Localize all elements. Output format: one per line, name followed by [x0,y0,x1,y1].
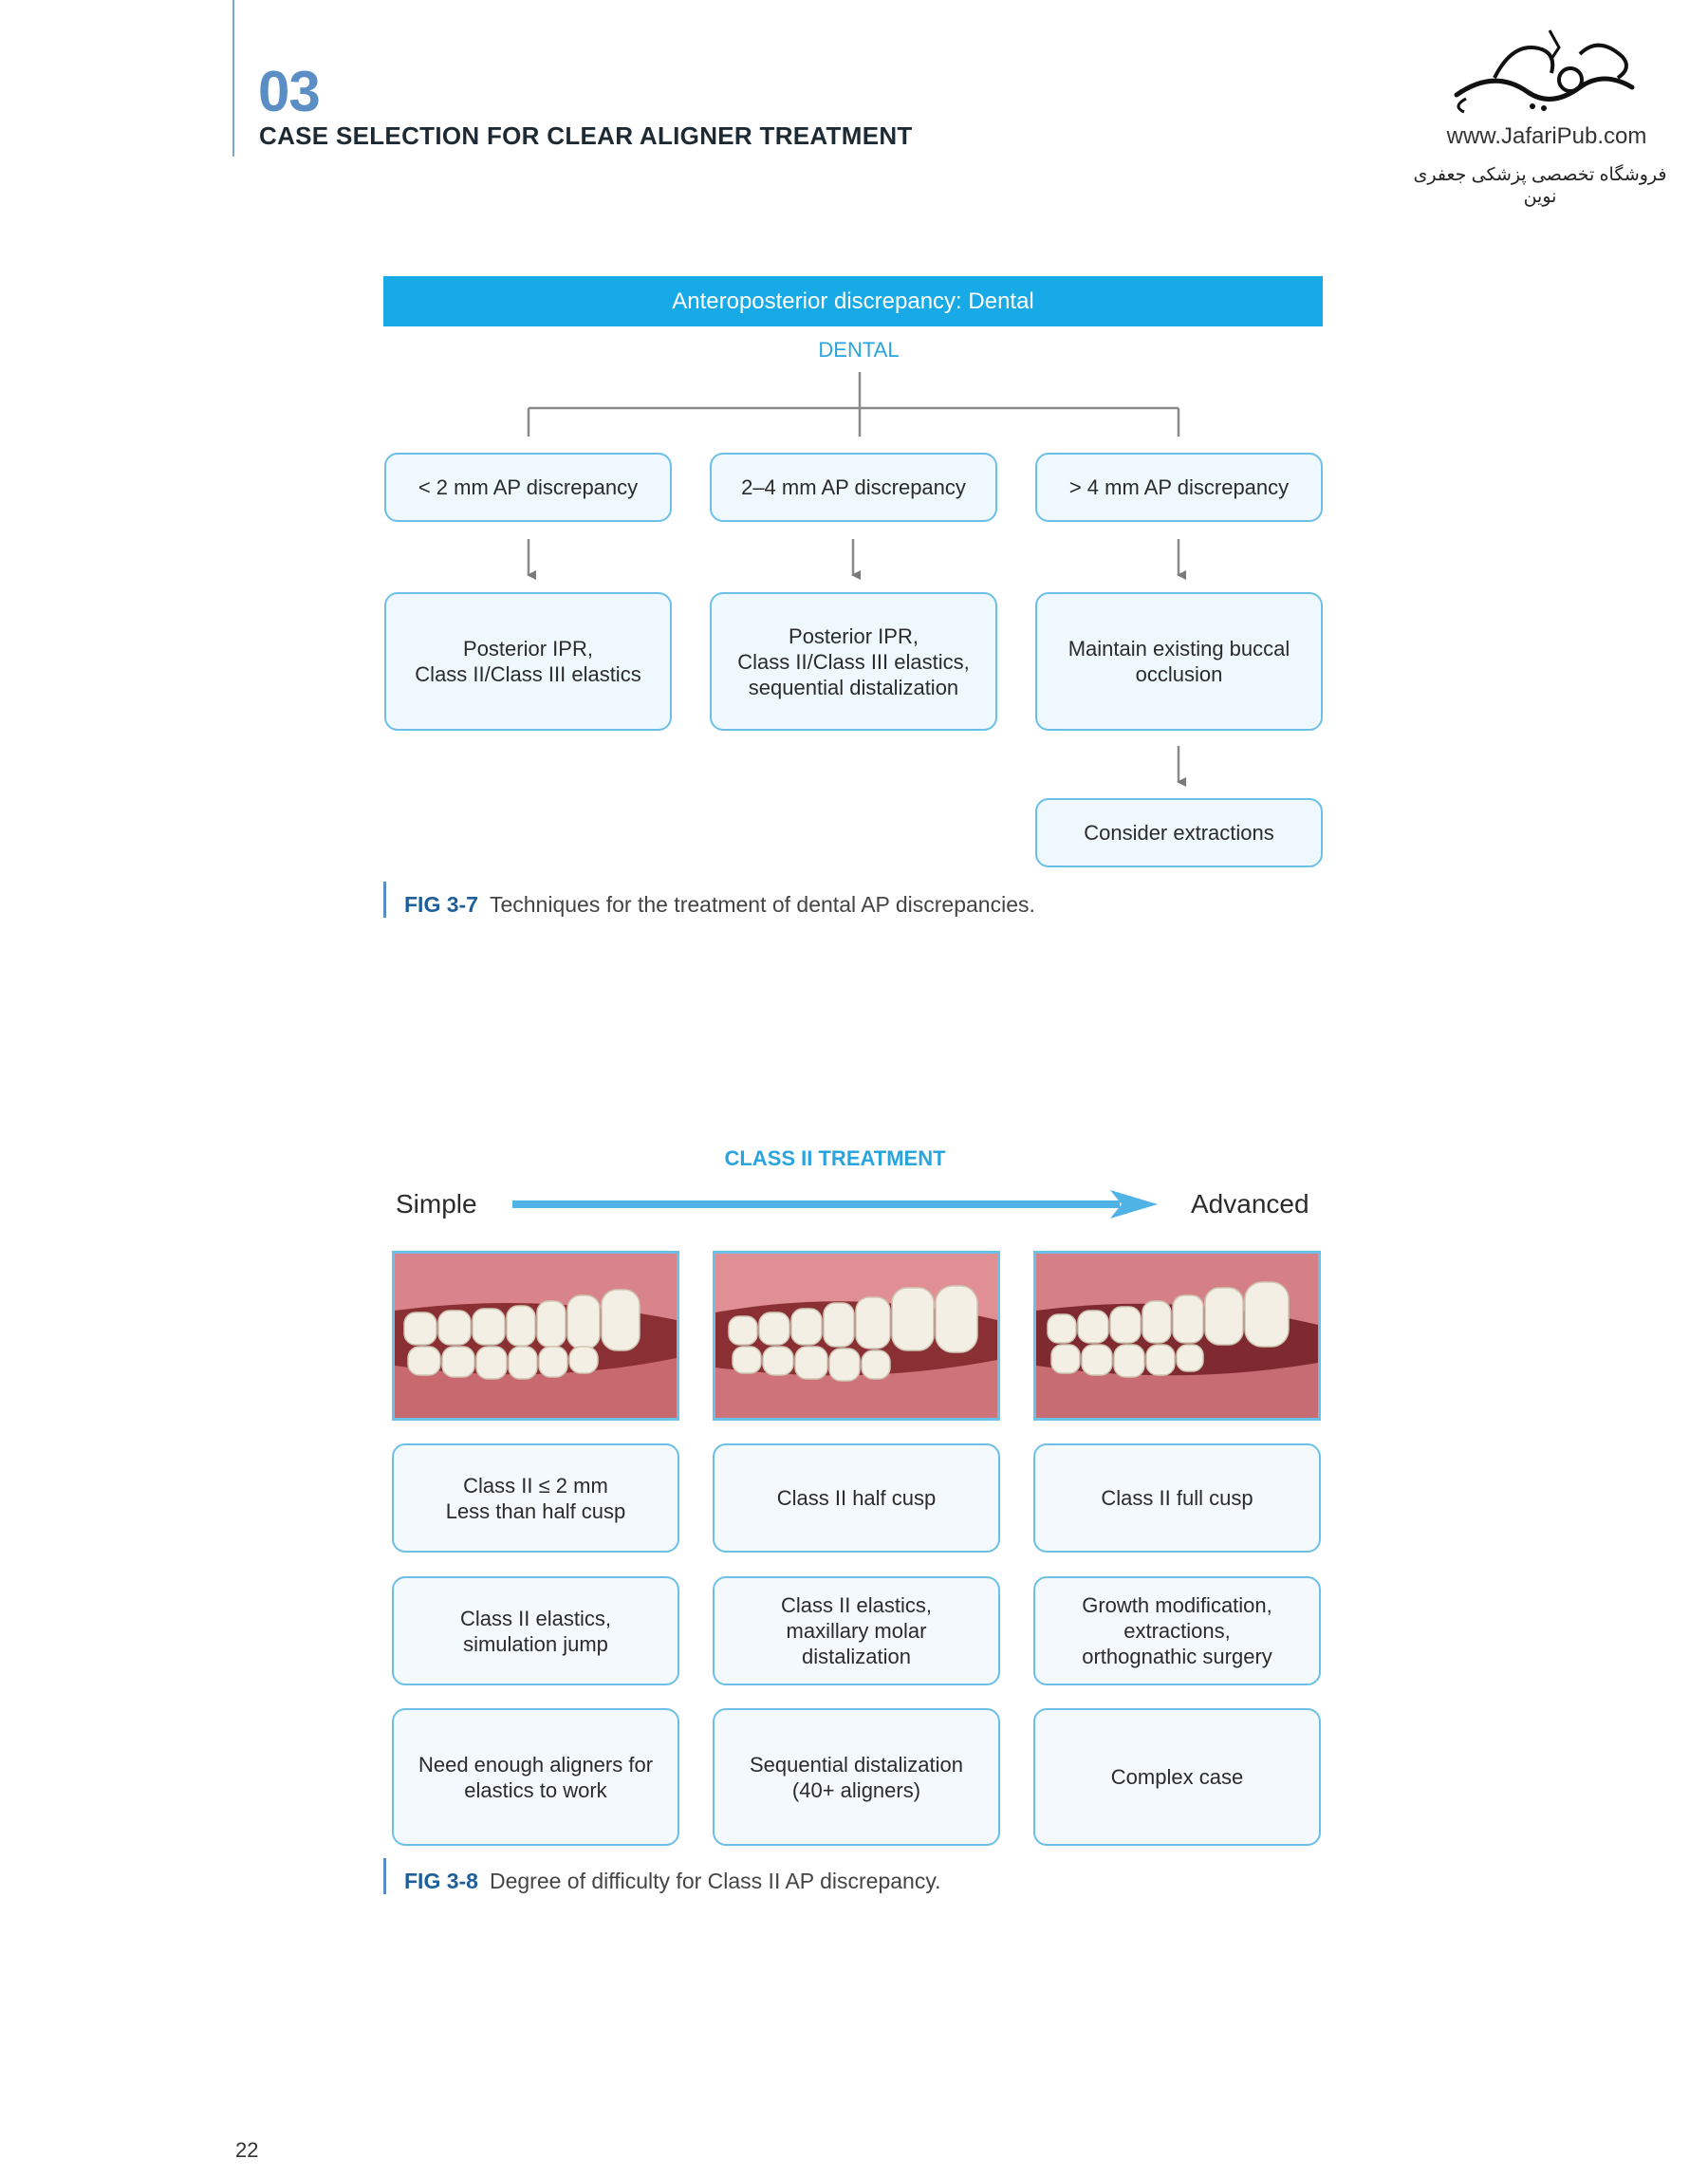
fig7-banner: Anteroposterior discrepancy: Dental [383,276,1323,326]
page-number: 22 [235,2138,259,2162]
fig8-note-full-cusp: Complex case [1033,1708,1321,1846]
fig8-note-simple: Need enough aligners for elastics to wor… [392,1708,679,1846]
fig8-title: CLASS II TREATMENT [724,1146,946,1170]
fig8-severity-full-cusp: Class II full cusp [1033,1443,1321,1553]
publisher-logo [1438,21,1656,130]
intraoral-photo-full-cusp [1033,1251,1321,1421]
publisher-url: www.JafariPub.com [1446,123,1647,149]
fig8-caption-text: Degree of difficulty for Class II AP dis… [489,1869,941,1893]
intraoral-photo-simple [392,1251,679,1421]
fig8-note-half-cusp: Sequential distalization (40+ aligners) [713,1708,1000,1846]
fig7-root-label: DENTAL [818,338,900,362]
chapter-title: CASE SELECTION FOR CLEAR ALIGNER TREATME… [259,121,913,150]
fig7-treatment-lt2: Posterior IPR, Class II/Class III elasti… [384,592,672,731]
fig7-treatment-2to4: Posterior IPR, Class II/Class III elasti… [710,592,997,731]
fig8-treatment-full-cusp: Growth modification, extractions, orthog… [1033,1576,1321,1685]
fig8-caption-number: FIG 3-8 [404,1869,478,1893]
fig7-caption: FIG 3-7 Techniques for the treatment of d… [404,892,1035,918]
fig8-caption-bar [383,1858,386,1894]
chapter-number: 03 [258,60,321,123]
fig7-caption-text: Techniques for the treatment of dental A… [489,892,1035,917]
fig8-severity-simple: Class II ≤ 2 mm Less than half cusp [392,1443,679,1553]
fig8-treatment-half-cusp: Class II elastics, maxillary molar dista… [713,1576,1000,1685]
fig7-followup-extractions: Consider extractions [1035,798,1323,867]
fig7-caption-number: FIG 3-7 [404,892,478,917]
publisher-tagline: فروشگاه تخصصی پزشکی جعفری نوین [1413,165,1667,207]
fig7-condition-2to4: 2–4 mm AP discrepancy [710,453,997,522]
fig7-condition-gt4: > 4 mm AP discrepancy [1035,453,1323,522]
fig8-caption: FIG 3-8 Degree of difficulty for Class II… [404,1869,941,1894]
scale-end-label: Advanced [1191,1189,1309,1219]
scale-start-label: Simple [396,1189,477,1219]
fig8-severity-half-cusp: Class II half cusp [713,1443,1000,1553]
fig7-caption-bar [383,882,386,918]
fig8-treatment-simple: Class II elastics, simulation jump [392,1576,679,1685]
fig7-condition-lt2: < 2 mm AP discrepancy [384,453,672,522]
difficulty-arrow [512,1190,1158,1219]
margin-line [232,0,234,157]
fig7-connectors [527,372,1186,787]
fig7-treatment-gt4: Maintain existing buccal occlusion [1035,592,1323,731]
intraoral-photo-half-cusp [713,1251,1000,1421]
